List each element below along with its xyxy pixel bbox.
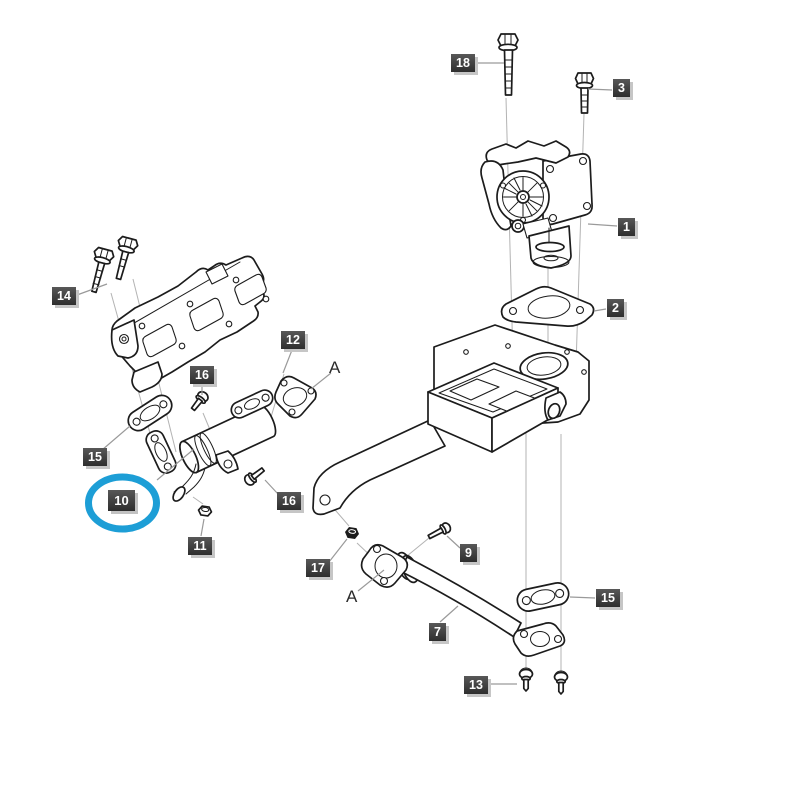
bolt-18 bbox=[497, 33, 519, 96]
bolt-14-left bbox=[90, 246, 115, 294]
nut-17 bbox=[344, 527, 360, 539]
bolt-14-right bbox=[115, 235, 139, 281]
part-label-15-right[interactable]: 15 bbox=[596, 589, 620, 607]
gasket-15-left bbox=[127, 394, 173, 432]
egr-pipe-7 bbox=[360, 543, 566, 657]
nut-11 bbox=[197, 505, 213, 517]
exhaust-manifold bbox=[110, 255, 270, 393]
egr-cooler-10 bbox=[145, 389, 277, 502]
part-label-10-highlighted[interactable]: 10 bbox=[108, 490, 135, 511]
letter-marker-a-bottom: A bbox=[346, 587, 358, 606]
bolt-13-left bbox=[518, 667, 534, 692]
part-label-1[interactable]: 1 bbox=[618, 218, 635, 236]
bolt-13-right bbox=[553, 670, 569, 695]
bolt-16-upper bbox=[190, 390, 209, 412]
egr-housing bbox=[312, 324, 590, 516]
part-label-15-left[interactable]: 15 bbox=[83, 448, 107, 466]
part-label-13[interactable]: 13 bbox=[464, 676, 488, 694]
part-label-16-lower[interactable]: 16 bbox=[277, 492, 301, 510]
leader-lines bbox=[76, 62, 618, 685]
egr-valve-1 bbox=[480, 140, 593, 269]
part-label-9[interactable]: 9 bbox=[460, 544, 477, 562]
gasket-2 bbox=[500, 285, 595, 327]
bolt-16-lower bbox=[243, 467, 266, 486]
gasket-15-right bbox=[516, 582, 570, 612]
gasket-12 bbox=[274, 375, 317, 419]
part-label-12[interactable]: 12 bbox=[281, 331, 305, 349]
part-label-14[interactable]: 14 bbox=[52, 287, 76, 305]
part-label-7[interactable]: 7 bbox=[429, 623, 446, 641]
part-label-18[interactable]: 18 bbox=[451, 54, 475, 72]
part-label-3[interactable]: 3 bbox=[613, 79, 630, 97]
letter-marker-a-top: A bbox=[329, 358, 341, 377]
bolt-3 bbox=[574, 72, 595, 114]
part-label-16-upper[interactable]: 16 bbox=[190, 366, 214, 384]
bolt-9 bbox=[427, 522, 452, 540]
part-label-11[interactable]: 11 bbox=[188, 537, 212, 555]
part-label-17[interactable]: 17 bbox=[306, 559, 330, 577]
highlight-ring bbox=[85, 473, 160, 533]
part-label-2[interactable]: 2 bbox=[607, 299, 624, 317]
